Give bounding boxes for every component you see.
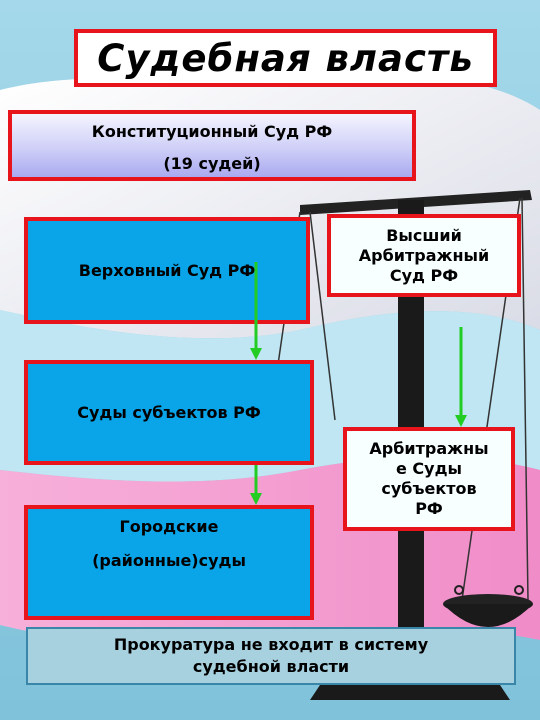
supreme-court-box: Верховный Суд РФ — [24, 217, 310, 324]
supreme-arbitration-line1: Высший — [386, 225, 462, 245]
arbitration-courts-line2: е Суды — [396, 459, 462, 478]
district-courts-line2: (районные)суды — [92, 551, 246, 570]
supreme-court-label: Верховный Суд РФ — [78, 261, 256, 280]
page-title-text: Судебная власть — [97, 36, 474, 80]
prosecution-note: Прокуратура не входит в систему судебной… — [26, 627, 516, 685]
supreme-arbitration-court-box: Высший Арбитражный Суд РФ — [327, 214, 521, 297]
regional-courts-label: Суды субъектов РФ — [77, 403, 261, 422]
arbitration-courts-line1: Арбитражны — [369, 439, 489, 458]
district-courts-line1: Городские — [119, 517, 219, 536]
arbitration-courts-box: Арбитражны е Суды субъектов РФ — [343, 427, 515, 531]
arbitration-courts-line4: РФ — [415, 499, 443, 518]
prosecution-note-line2: судебной власти — [192, 657, 350, 676]
regional-courts-box: Суды субъектов РФ — [24, 360, 314, 465]
constitutional-court-judges: (19 судей) — [163, 154, 261, 173]
constitutional-court-name: Конституционный Суд РФ — [91, 122, 333, 141]
arrow-regional-to-district — [250, 465, 262, 505]
arbitration-courts-line3: субъектов — [381, 479, 477, 498]
supreme-arbitration-line3: Суд РФ — [389, 265, 459, 285]
page-title: Судебная власть — [74, 29, 497, 87]
arrow-supreme-arbitration-to-arbitration — [455, 327, 467, 427]
arrow-supreme-to-regional — [250, 262, 262, 360]
prosecution-note-line1: Прокуратура не входит в систему — [113, 635, 429, 654]
district-courts-box: Городские (районные)суды — [24, 505, 314, 620]
constitutional-court-box: Конституционный Суд РФ (19 судей) — [8, 110, 416, 181]
supreme-arbitration-line2: Арбитражный — [358, 245, 490, 265]
